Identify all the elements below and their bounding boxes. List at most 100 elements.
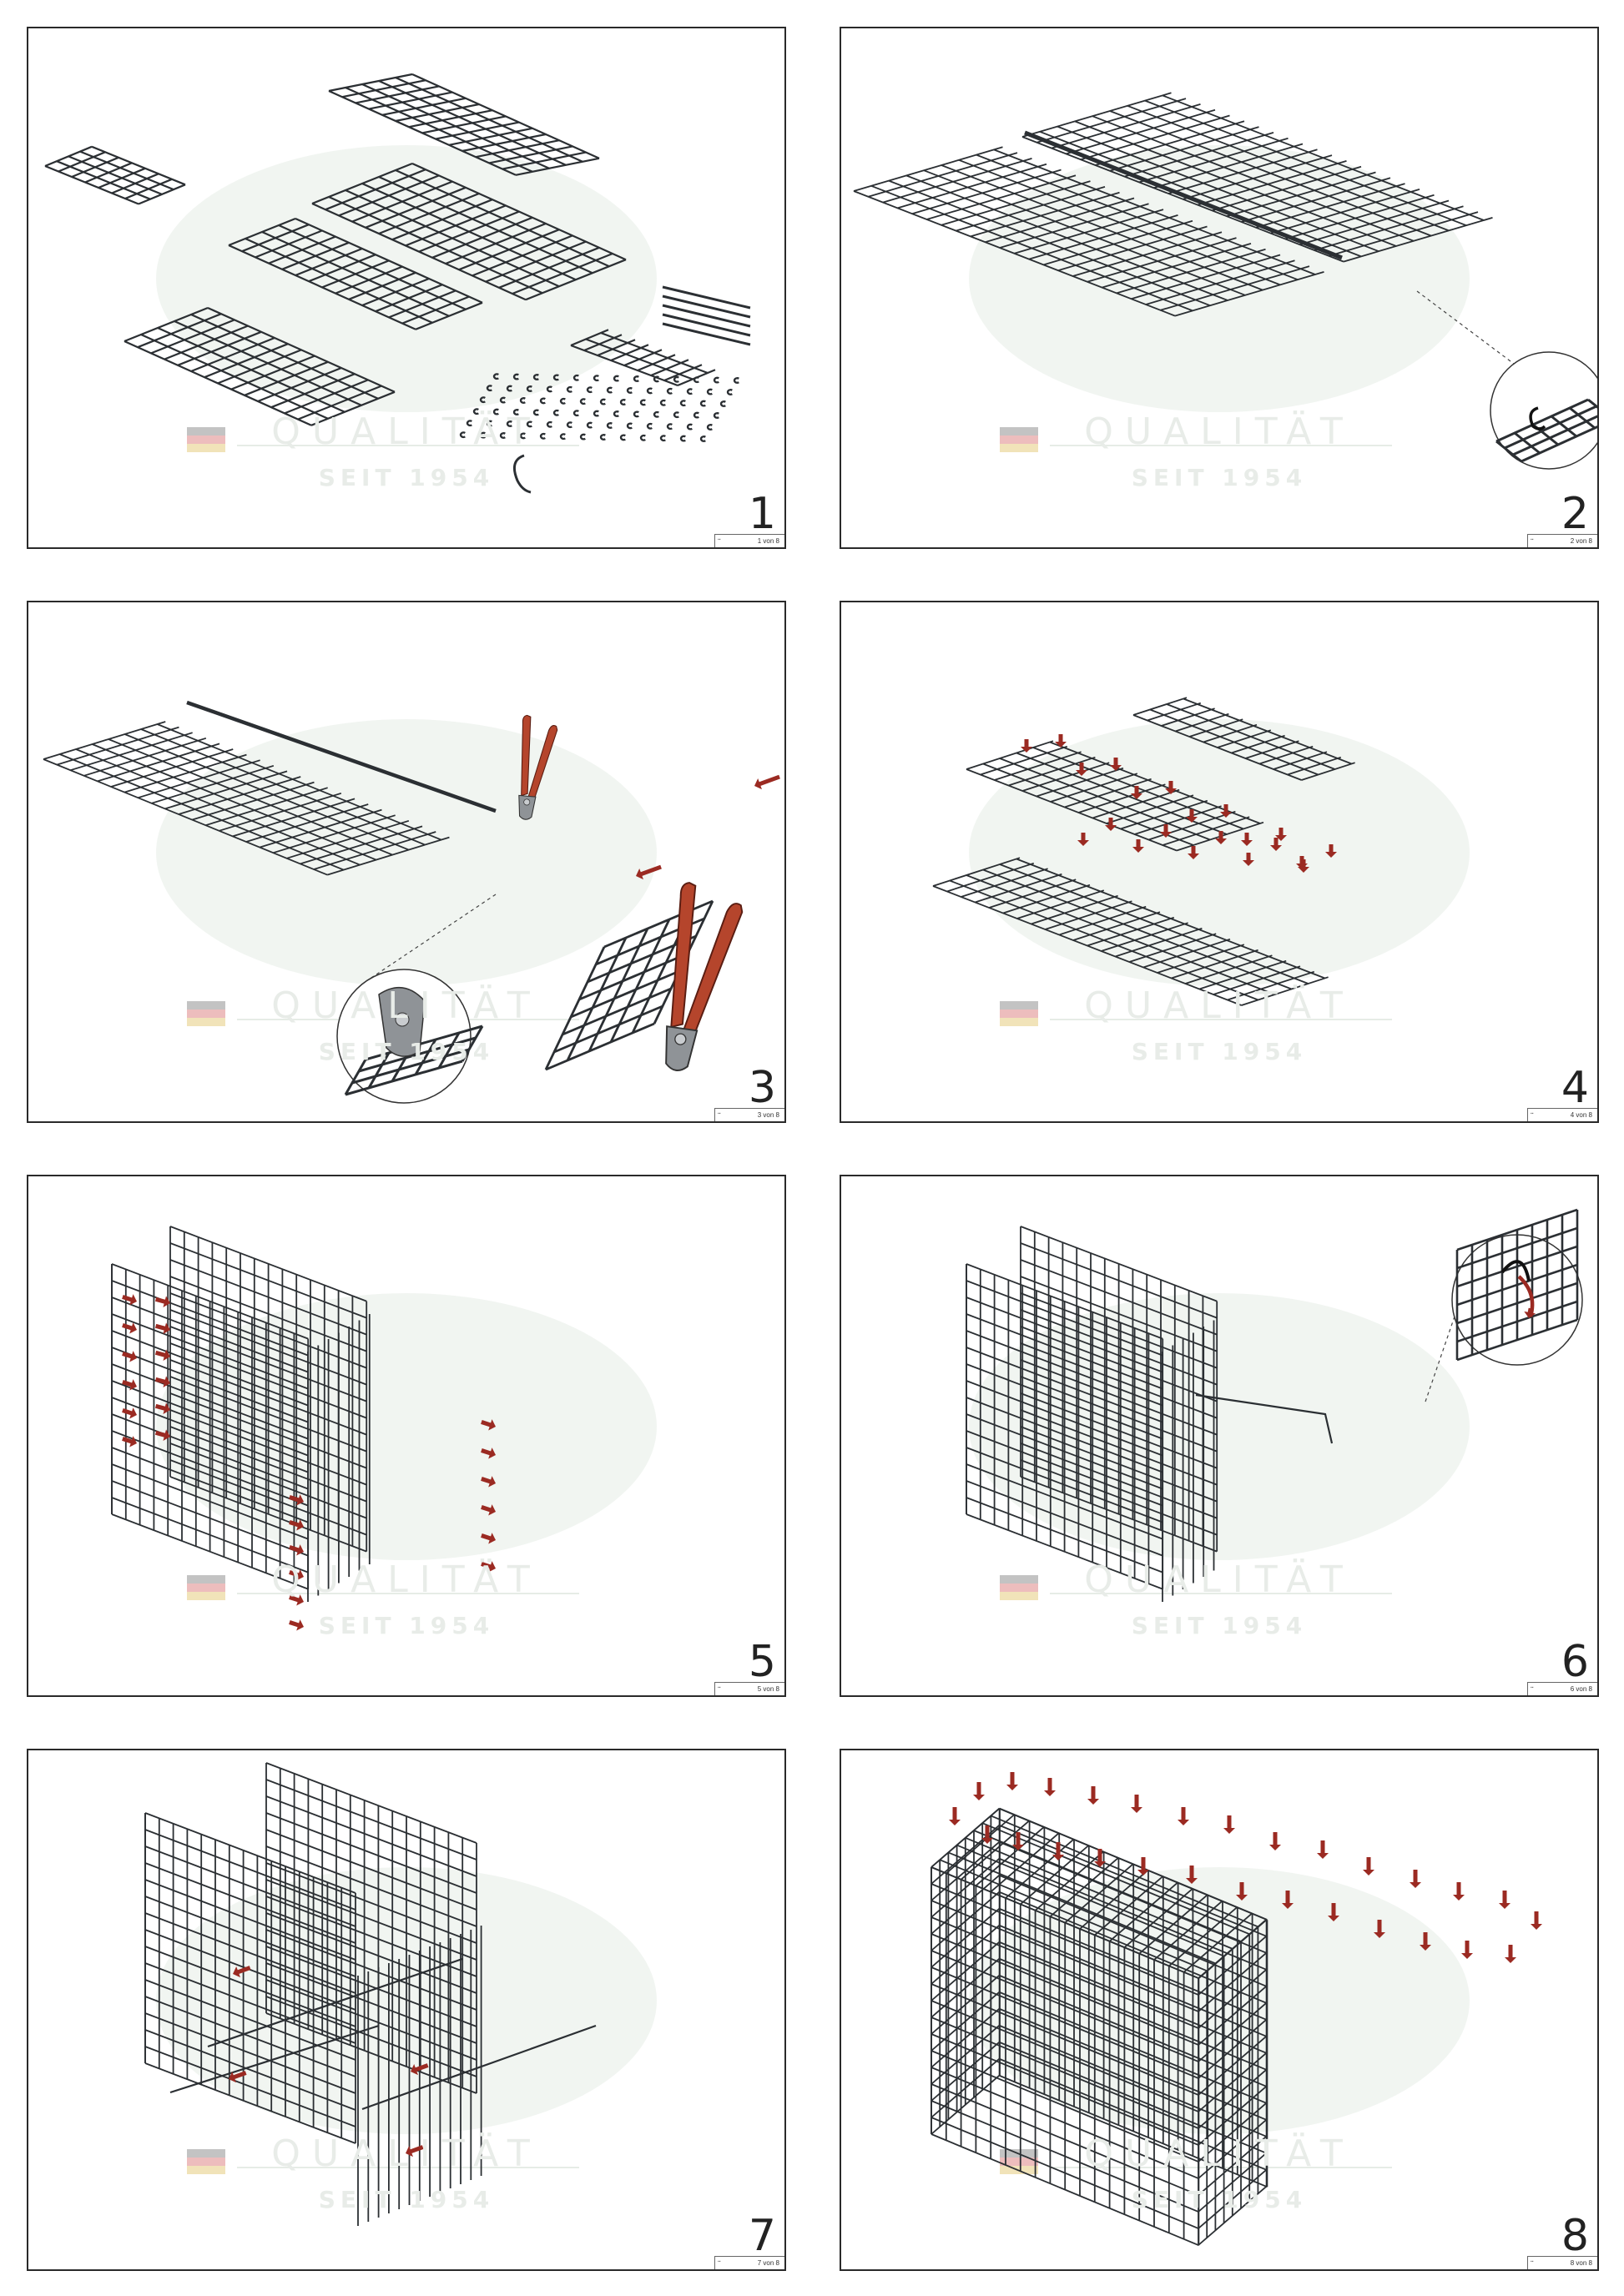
- red-arrow-icon: [1499, 1891, 1511, 1909]
- red-arrow-icon: [1160, 824, 1172, 838]
- spiral-clip-icon: [666, 423, 673, 430]
- watermark-ellipse: [969, 1293, 1470, 1560]
- red-arrow-icon: [1410, 1870, 1421, 1888]
- spacer-hook-icon: [966, 1208, 1583, 1602]
- spiral-clip-icon: [512, 409, 519, 415]
- page-indicator: 2 von 8: [1570, 537, 1592, 545]
- page-indicator: 6 von 8: [1570, 1685, 1592, 1693]
- spiral-clip-icon: [559, 433, 566, 441]
- spacer-rod-icon: [662, 313, 751, 337]
- red-arrow-icon: [1094, 1849, 1106, 1867]
- spiral-clip-icon: [486, 385, 492, 392]
- spiral-clip-icon: [459, 431, 466, 439]
- spiral-clip-icon: [586, 386, 593, 394]
- step-number: 4: [1561, 1063, 1589, 1113]
- wire-mesh: [124, 306, 396, 426]
- spiral-clip-icon: [733, 377, 739, 384]
- red-arrow-icon: [289, 1594, 304, 1606]
- spiral-clip-icon: [653, 410, 659, 418]
- red-arrow-icon: [1055, 734, 1067, 748]
- spiral-seam: [186, 700, 497, 813]
- spiral-clip-icon: [586, 421, 593, 429]
- red-arrow-icon: [1131, 1795, 1142, 1813]
- spiral-clip-icon: [646, 422, 653, 430]
- spacer-rod-icon: [662, 295, 751, 319]
- spiral-clip-icon: [566, 385, 572, 393]
- spiral-clip-icon: [713, 376, 719, 384]
- spiral-clip-icon: [626, 387, 633, 394]
- detail-callout: [1490, 351, 1597, 470]
- spiral-clip-icon: [546, 420, 552, 428]
- red-arrow-icon: [1131, 786, 1142, 799]
- watermark-ellipse: [156, 1293, 657, 1560]
- spiral-clip-icon: [552, 409, 559, 416]
- spiral-clip-icon: [512, 373, 519, 380]
- red-arrow-icon: [1087, 1786, 1099, 1805]
- pliers-pivot-icon: [395, 1012, 410, 1027]
- red-arrow-icon: [481, 1561, 496, 1573]
- spiral-clip-icon: [673, 411, 679, 419]
- instruction-panel-2: QUALITÄT SEIT 1954 2 ▪▪2 von 8: [840, 27, 1599, 549]
- red-arrow-icon: [1077, 833, 1089, 846]
- red-arrow-icon: [1223, 1815, 1235, 1834]
- wire-mesh: [1495, 398, 1597, 463]
- page-footer: ▪▪4 von 8: [1527, 1108, 1597, 1121]
- wire-mesh: [307, 1314, 371, 1602]
- red-arrow-icon: [481, 1476, 496, 1488]
- spiral-clip-icon: [579, 398, 586, 405]
- spiral-clip-icon: [492, 408, 499, 415]
- red-arrow-icon: [1298, 859, 1309, 873]
- red-arrow-icon: [481, 1504, 496, 1516]
- flag-icon: [187, 1001, 225, 1026]
- red-arrow-icon: [289, 1544, 304, 1556]
- spiral-clip-icon: [526, 420, 532, 428]
- wire-mesh: [357, 1926, 482, 2226]
- spiral-clip-icon: [492, 373, 499, 380]
- spiral-clip-icon: [699, 436, 706, 442]
- spiral-clip-icon: [539, 397, 546, 405]
- spiral-clip-icon: [572, 374, 579, 381]
- spiral-clip-icon: [686, 388, 693, 395]
- spiral-clip-icon: [472, 408, 479, 415]
- instruction-panel-7: QUALITÄT SEIT 1954 7 ▪▪7 von 8: [27, 1749, 786, 2271]
- red-arrow-icon: [1241, 833, 1253, 846]
- red-arrow-icon: [1110, 758, 1122, 771]
- red-arrow-icon: [1044, 1778, 1056, 1796]
- wire-mesh: [932, 857, 1329, 1006]
- wire-mesh: [311, 162, 627, 301]
- spacer-rod-icon: [169, 2024, 380, 2094]
- red-arrow-icon: [1012, 1832, 1024, 1850]
- spiral-clip-icon: [506, 385, 512, 392]
- red-arrow-icon: [154, 1402, 170, 1414]
- wire-mesh: [1132, 697, 1355, 781]
- spiral-clip-icon: [593, 410, 599, 417]
- page-indicator: 3 von 8: [757, 1111, 779, 1119]
- red-arrow-icon: [233, 1966, 251, 1978]
- closed-gabion-icon: [931, 1772, 1542, 2247]
- spacers-installed-icon: [144, 1762, 657, 2226]
- spacer-rod-icon: [207, 1957, 463, 2048]
- page-indicator: 7 von 8: [757, 2259, 779, 2267]
- red-arrow-icon: [1006, 1772, 1018, 1790]
- spiral-clip-icon: [466, 420, 472, 427]
- spiral-clip-icon: [613, 375, 619, 382]
- red-arrow-icon: [1524, 1307, 1536, 1318]
- red-arrow-icon: [154, 1296, 170, 1307]
- flag-icon: [187, 1575, 225, 1600]
- spiral-clip-icon: [659, 435, 666, 442]
- detail-callout: [336, 969, 484, 1104]
- page-indicator: 8 von 8: [1570, 2259, 1592, 2267]
- red-arrow-icon: [411, 2063, 429, 2076]
- red-arrow-icon: [1178, 1807, 1189, 1825]
- red-arrow-icon: [1275, 828, 1287, 841]
- spacer-rod-icon: [662, 304, 751, 328]
- red-arrow-icon: [289, 1569, 304, 1581]
- step-number: 3: [748, 1063, 776, 1113]
- red-arrow-icon: [1317, 1840, 1329, 1859]
- spiral-clip-icon: [593, 375, 599, 382]
- spiral-clip-icon: [699, 400, 706, 407]
- red-arrow-icon: [1453, 1882, 1465, 1901]
- spiral-clip-detail-icon: [512, 454, 532, 494]
- instruction-panel-8: QUALITÄT SEIT 1954 8 ▪▪8 von 8: [840, 1749, 1599, 2271]
- instruction-panel-5: QUALITÄT SEIT 1954 5 ▪▪5 von 8: [27, 1175, 786, 1697]
